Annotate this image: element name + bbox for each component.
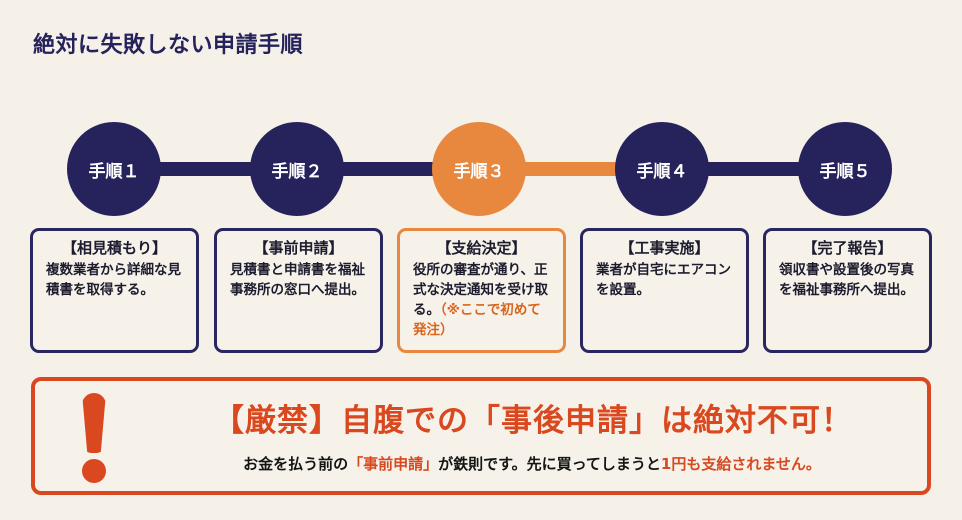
warning-subtext: お金を払う前の「事前申請」が鉄則です。先に買ってしまうと1円も支給されません。	[147, 453, 917, 474]
exclamation-dot	[82, 459, 106, 483]
step-label: 手順２	[271, 161, 323, 182]
warning-sub-accent: 「事前申請」	[348, 455, 439, 473]
card-body-text: 役所の審査が通り、正式な決定通知を受け取る。	[413, 262, 548, 318]
card-body: 見積書と申請書を福祉事務所の窓口へ提出。	[217, 258, 380, 300]
step-card-1[interactable]: 【相見積もり】 複数業者から詳細な見積書を取得する。	[30, 228, 199, 353]
connector-3-4	[524, 162, 616, 176]
step-circle-1[interactable]: 手順１	[67, 122, 161, 216]
warning-headline: 【厳禁】自腹での「事後申請」は絶対不可！	[213, 403, 853, 439]
step-card-5[interactable]: 【完了報告】 領収書や設置後の写真を福祉事務所へ提出。	[763, 228, 932, 353]
step-card-3[interactable]: 【支給決定】 役所の審査が通り、正式な決定通知を受け取る。（※ここで初めて発注）	[397, 228, 566, 353]
exclamation-bar	[82, 393, 106, 453]
step-circle-5[interactable]: 手順５	[798, 122, 892, 216]
step-timeline: 手順１ 手順２ 手順３ 手順４ 手順５	[0, 0, 962, 230]
card-body: 業者が自宅にエアコンを設置。	[583, 258, 746, 300]
exclamation-icon	[81, 393, 107, 483]
step-circle-3[interactable]: 手順３	[432, 122, 526, 216]
step-circle-4[interactable]: 手順４	[615, 122, 709, 216]
connector-2-3	[342, 162, 434, 176]
warning-sub-part: が鉄則です。先に買ってしまうと	[438, 455, 661, 473]
step-card-4[interactable]: 【工事実施】 業者が自宅にエアコンを設置。	[580, 228, 749, 353]
card-body-text: 領収書や設置後の写真を福祉事務所へ提出。	[779, 262, 914, 298]
card-title: 【工事実施】	[619, 239, 710, 257]
card-body: 複数業者から詳細な見積書を取得する。	[33, 258, 196, 300]
card-title: 【完了報告】	[802, 239, 893, 257]
card-note: （※ここで初めて発注）	[413, 302, 541, 338]
card-title: 【支給決定】	[436, 239, 527, 257]
warning-box: 【厳禁】自腹での「事後申請」は絶対不可！ お金を払う前の「事前申請」が鉄則です。…	[31, 377, 931, 495]
step-label: 手順４	[636, 161, 688, 182]
warning-sub-part: お金を払う前の	[243, 455, 349, 473]
connector-4-5	[707, 162, 799, 176]
warning-sub-accent: 1円も支給されません。	[660, 455, 821, 473]
step-label: 手順１	[88, 161, 140, 182]
step-label: 手順３	[453, 161, 505, 182]
step-circle-2[interactable]: 手順２	[250, 122, 344, 216]
step-card-2[interactable]: 【事前申請】 見積書と申請書を福祉事務所の窓口へ提出。	[214, 228, 383, 353]
card-body: 役所の審査が通り、正式な決定通知を受け取る。（※ここで初めて発注）	[400, 258, 563, 340]
card-body-text: 見積書と申請書を福祉事務所の窓口へ提出。	[230, 262, 365, 298]
page-title: 絶対に失敗しない申請手順	[33, 33, 304, 58]
card-body-text: 業者が自宅にエアコンを設置。	[596, 262, 731, 298]
connector-1-2	[160, 162, 252, 176]
step-label: 手順５	[819, 161, 871, 182]
card-body: 領収書や設置後の写真を福祉事務所へ提出。	[766, 258, 929, 300]
card-title: 【相見積もり】	[61, 239, 167, 257]
card-title: 【事前申請】	[253, 239, 344, 257]
card-body-text: 複数業者から詳細な見積書を取得する。	[46, 262, 181, 298]
